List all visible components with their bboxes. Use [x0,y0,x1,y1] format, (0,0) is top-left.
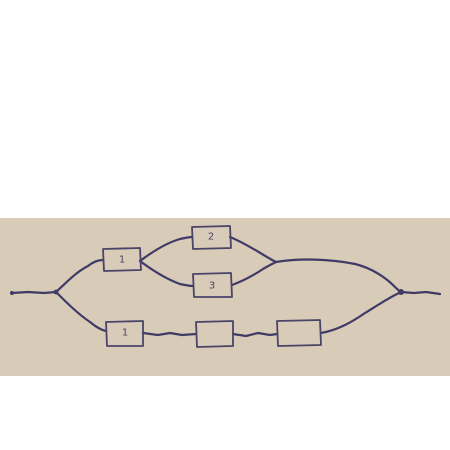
output-junction [398,289,404,295]
block-5 [195,320,234,348]
wire-output-lead [399,290,442,296]
connections [10,235,442,338]
wire-block-1-to-block-3 [138,259,195,288]
block-3: 3 [192,272,233,298]
block-2-label: 2 [208,232,214,243]
wire-block-4-to-block-5 [141,331,198,337]
wire-block-1-to-block-2 [138,235,194,263]
block-4: 1 [105,320,144,347]
wire-input-lead [10,290,58,295]
block-4-label: 1 [122,328,128,339]
block-6 [276,319,322,347]
wire-block-2-to-merge [228,235,278,264]
wire-input-to-block-4 [54,290,108,333]
block-1: 1 [102,247,142,272]
block-3-label: 3 [209,281,215,292]
wire-block-6-to-output [319,290,403,335]
wire-input-to-block-1 [54,258,105,294]
block-1-label: 1 [119,255,125,266]
wire-block-3-to-merge [230,260,278,287]
wire-block-5-to-block-6 [231,331,279,338]
wire-merge-to-output [274,258,403,294]
block-2: 2 [191,225,232,250]
input-junction [53,289,59,295]
input-terminal [10,291,14,295]
